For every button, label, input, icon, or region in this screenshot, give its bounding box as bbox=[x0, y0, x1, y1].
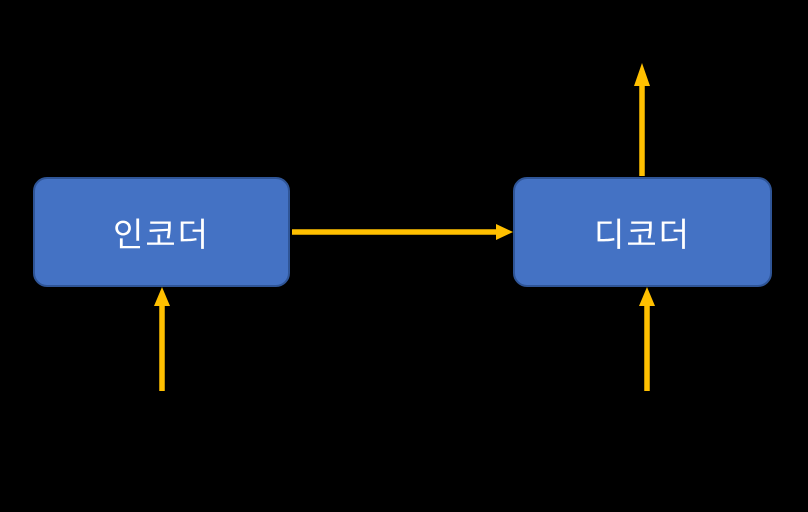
encoder-label: 인코더 bbox=[112, 216, 211, 253]
decoder-node: 디코더 bbox=[513, 177, 772, 287]
decoder-output-arrow bbox=[634, 63, 650, 176]
decoder-input-arrow bbox=[639, 287, 655, 391]
encoder-input-arrow bbox=[154, 287, 170, 391]
decoder-label: 디코더 bbox=[593, 216, 692, 253]
encoder-to-decoder-arrow bbox=[292, 224, 513, 240]
encoder-node: 인코더 bbox=[33, 177, 290, 287]
